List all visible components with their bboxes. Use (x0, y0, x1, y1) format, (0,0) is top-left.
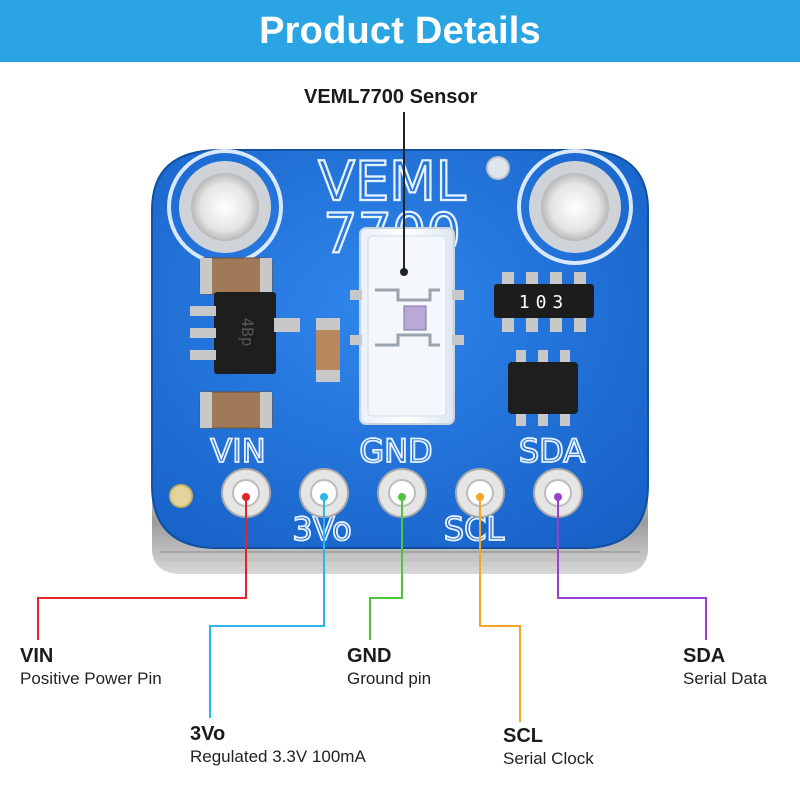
callout-vin: VIN Positive Power Pin (20, 644, 162, 690)
header-banner: Product Details (0, 0, 800, 62)
resistor-network: 103 (494, 272, 594, 332)
callout-gnd: GND Ground pin (347, 644, 431, 690)
pin-desc-scl: Serial Clock (503, 749, 594, 768)
pin-desc-sda: Serial Data (683, 669, 768, 688)
leader-sda (557, 497, 707, 640)
leader-3vo (209, 497, 325, 718)
silk-veml: VEML (318, 150, 466, 213)
pin-name-scl: SCL (503, 725, 543, 747)
pin-desc-vin: Positive Power Pin (20, 669, 162, 688)
pin-name-3vo: 3Vo (190, 723, 226, 745)
svg-text:4Bp: 4Bp (238, 318, 257, 347)
voltage-regulator-ic: 4Bp (190, 257, 300, 429)
via-hole (486, 156, 510, 180)
via-hole (169, 484, 193, 508)
leader-dot-gnd (398, 493, 406, 501)
veml7700-sensor-chip (350, 227, 464, 425)
sensor-pointer (400, 112, 408, 276)
mounting-hole-left (167, 149, 283, 265)
pin-name-gnd: GND (347, 645, 392, 667)
pin-desc-gnd: Ground pin (347, 669, 432, 688)
leader-dot-sda (554, 493, 562, 501)
pin-leader-lines (37, 493, 707, 722)
sensor-label: VEML7700 Sensor (304, 86, 478, 108)
silk-pin-vin: VIN (210, 432, 265, 470)
resistor-code: 103 (519, 292, 570, 313)
leader-scl (479, 497, 521, 722)
silk-pin-sda: SDA (519, 432, 585, 470)
pin-desc-3vo: Regulated 3.3V 100mA (190, 747, 366, 766)
callout-3vo: 3Vo Regulated 3.3V 100mA (190, 722, 366, 768)
pin-name-vin: VIN (20, 645, 54, 667)
leader-dot-scl (476, 493, 484, 501)
silk-pin-gnd: GND (359, 432, 432, 470)
leader-gnd (369, 497, 403, 640)
capacitor (316, 318, 340, 382)
mounting-hole-right (517, 149, 633, 265)
leader-dot-vin (242, 493, 250, 501)
leader-vin (37, 497, 247, 640)
leader-dot-3vo (320, 493, 328, 501)
pin-name-sda: SDA (683, 645, 726, 667)
callout-sda: SDA Serial Data (683, 644, 767, 690)
mosfet-ic (508, 350, 578, 426)
page-title: Product Details (259, 9, 541, 52)
callout-scl: SCL Serial Clock (503, 724, 594, 770)
